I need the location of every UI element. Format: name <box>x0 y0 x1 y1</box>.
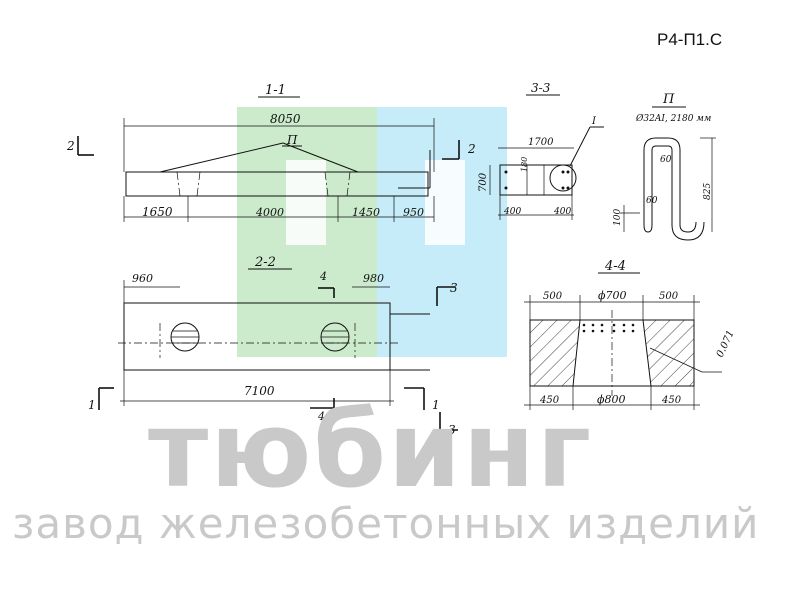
detail-mark-p: П <box>286 133 298 147</box>
dim-7100: 7100 <box>244 384 275 398</box>
dim-980: 980 <box>363 272 384 285</box>
watermark-logo-shape <box>237 107 507 357</box>
cut-mark-4-bottom: 4 <box>317 410 325 423</box>
dim-1450: 1450 <box>352 206 380 219</box>
detail-mark-i: I <box>591 116 597 127</box>
section-label-p: П <box>662 92 675 107</box>
detail-p: П Ø32AI, 2180 мм 60 60 825 100 <box>613 92 716 241</box>
section-label-1-1: 1-1 <box>265 83 286 98</box>
dim-500-left: 500 <box>543 291 563 302</box>
section-label-2-2: 2-2 <box>254 255 276 270</box>
dim-450-right: 450 <box>661 395 682 406</box>
dim-180: 180 <box>520 157 529 172</box>
dim-8050: 8050 <box>270 112 301 126</box>
dim-60-bottom: 60 <box>646 196 658 206</box>
dim-700: 700 <box>478 172 489 192</box>
cut-mark-3-top: 3 <box>450 281 458 295</box>
dim-4000: 4000 <box>255 206 284 219</box>
dim-60-top: 60 <box>660 155 672 165</box>
view-3-3: 3-3 1700 I 180 700 400 400 <box>478 81 604 220</box>
cut-mark-2-left: 2 <box>66 139 75 153</box>
dim-1650: 1650 <box>142 205 173 219</box>
cut-mark-4-top: 4 <box>319 270 327 283</box>
dim-950: 950 <box>403 206 424 219</box>
dim-500-right: 500 <box>659 291 679 302</box>
dim-825: 825 <box>703 183 713 200</box>
dim-400-left: 400 <box>503 207 521 217</box>
cut-mark-2-right: 2 <box>467 142 476 156</box>
dim-phi-800: ϕ800 <box>597 393 626 406</box>
dim-960: 960 <box>132 272 153 285</box>
dim-1700: 1700 <box>528 137 554 148</box>
dim-phi-700: ϕ700 <box>598 289 627 302</box>
section-label-4-4: 4-4 <box>604 259 626 274</box>
view-4-4: 4-4 500 ϕ700 500 450 ϕ800 450 0.071 <box>524 259 737 410</box>
dim-400-right: 400 <box>553 207 571 217</box>
dim-450-left: 450 <box>539 395 560 406</box>
view-2-2: 2-2 960 980 7100 4 4 3 3 1 1 <box>88 255 458 437</box>
document-title: Р4-П1.С <box>657 30 723 49</box>
dim-0071: 0.071 <box>715 329 737 360</box>
view-1-1: 1-1 8050 П 1650 4000 1450 950 2 <box>66 83 476 222</box>
section-label-3-3: 3-3 <box>531 81 551 95</box>
watermark-brand: тюбинг <box>148 389 594 511</box>
rebar-spec: Ø32AI, 2180 мм <box>635 113 711 124</box>
watermark-tagline: завод железобетонных изделий <box>12 499 760 548</box>
dim-100: 100 <box>613 209 623 226</box>
cut-mark-1-right: 1 <box>432 398 440 412</box>
cut-mark-1-left: 1 <box>88 398 96 412</box>
